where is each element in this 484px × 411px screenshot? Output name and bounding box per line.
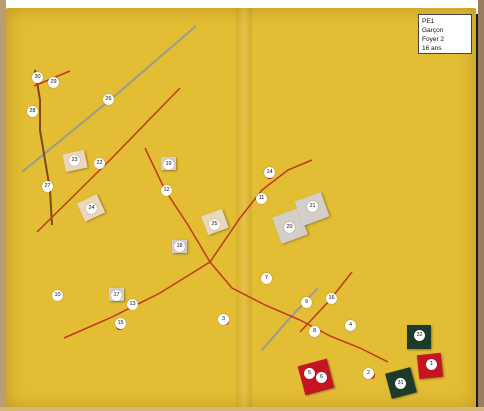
marker-31: 31 <box>395 378 406 389</box>
marker-21: 21 <box>307 201 318 212</box>
legend-line-3: Foyer 2 <box>422 35 468 44</box>
marker-12: 12 <box>161 185 172 196</box>
marker-2: 2 <box>363 368 374 379</box>
marker-1: 1 <box>426 359 437 370</box>
marker-17: 17 <box>111 290 122 301</box>
marker-24: 24 <box>86 203 97 214</box>
marker-30: 30 <box>32 72 43 83</box>
marker-16: 16 <box>326 293 337 304</box>
marker-8: 8 <box>309 326 320 337</box>
legend-box: PE1 Garçon Foyer 2 16 ans <box>418 14 472 54</box>
legend-line-4: 16 ans <box>422 44 468 53</box>
marker-10: 10 <box>52 290 63 301</box>
marker-19: 19 <box>163 159 174 170</box>
marker-7: 7 <box>261 273 272 284</box>
marker-18: 18 <box>174 241 185 252</box>
legend-line-2: Garçon <box>422 26 468 35</box>
marker-29: 29 <box>48 77 59 88</box>
brown-line-left <box>35 70 52 225</box>
marker-22: 22 <box>94 158 105 169</box>
marker-4: 4 <box>345 320 356 331</box>
marker-27: 27 <box>42 181 53 192</box>
marker-23: 23 <box>69 155 80 166</box>
marker-14: 14 <box>264 167 275 178</box>
marker-6: 6 <box>316 372 327 383</box>
legend-line-1: PE1 <box>422 17 468 26</box>
red-line-left-down <box>64 262 210 338</box>
marker-32: 32 <box>414 330 425 341</box>
marker-5: 5 <box>304 368 315 379</box>
marker-28: 28 <box>27 106 38 117</box>
marker-20: 20 <box>284 222 295 233</box>
marker-11: 11 <box>256 193 267 204</box>
marker-15: 15 <box>115 318 126 329</box>
marker-25: 25 <box>209 219 220 230</box>
red-line-27 <box>37 88 180 232</box>
marker-13: 13 <box>127 299 138 310</box>
marker-9: 9 <box>301 297 312 308</box>
marker-26: 26 <box>103 94 114 105</box>
marker-3: 3 <box>218 314 229 325</box>
